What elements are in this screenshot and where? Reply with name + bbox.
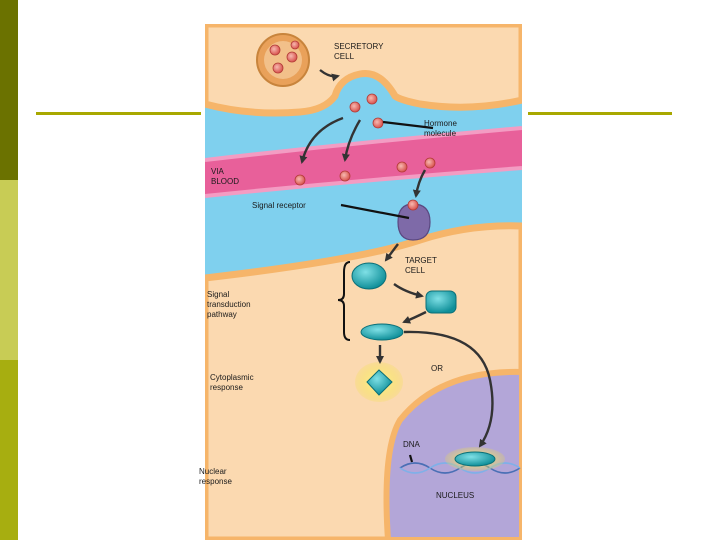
- relay-protein-icon: [351, 262, 457, 341]
- blood-vessel: [205, 128, 522, 196]
- label-hormone-molecule: Hormone molecule: [424, 119, 457, 138]
- label-cytoplasmic-response: Cytoplasmic response: [210, 373, 254, 392]
- label-via-blood: VIA BLOOD: [211, 167, 240, 186]
- label-pointers: [340, 120, 434, 463]
- label-or: OR: [431, 364, 443, 373]
- left-bar-light: [0, 180, 18, 360]
- label-signal-transduction: Signal transduction pathway: [207, 290, 251, 319]
- label-signal-receptor: Signal receptor: [252, 201, 306, 210]
- cytoplasmic-response-icon: [355, 362, 403, 402]
- nuclear-response-icon: [445, 447, 505, 471]
- label-dna: DNA: [403, 440, 420, 449]
- left-bar-dark: [0, 0, 18, 180]
- title-rule-left: [36, 112, 201, 115]
- pathway-arrows: [299, 69, 494, 448]
- title-rule-right: [528, 112, 672, 115]
- signal-receptor-icon: [397, 199, 431, 241]
- transduction-brace: [337, 261, 351, 341]
- label-nucleus: NUCLEUS: [436, 491, 475, 500]
- hormone-molecule-icon: [269, 40, 436, 186]
- left-bar-mid: [0, 360, 18, 540]
- label-target-cell: TARGET CELL: [405, 256, 437, 275]
- label-nuclear-response: Nuclear response: [199, 467, 232, 486]
- label-secretory-cell: SECRETORY CELL: [334, 42, 384, 61]
